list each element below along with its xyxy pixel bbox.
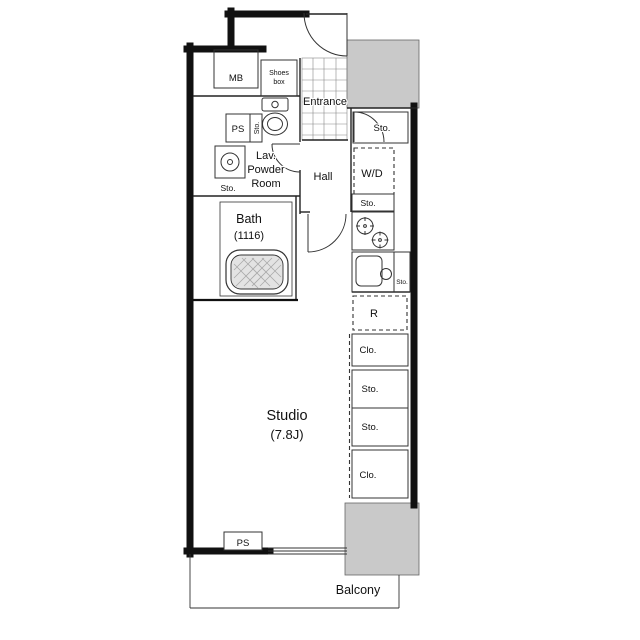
entrance-door: [303, 12, 348, 57]
washbasin-icon: [214, 145, 246, 179]
label-refrigerator: R: [370, 308, 378, 320]
label-mb: MB: [229, 73, 243, 84]
kitchen-side-storage: [393, 251, 411, 293]
label-closet-lower: Clo.: [360, 470, 377, 481]
balcony-outline: [189, 554, 400, 609]
label-entrance-storage: Sto.: [374, 123, 391, 134]
label-ps-top: PS: [232, 124, 245, 135]
label-powder-storage: Sto.: [254, 122, 261, 135]
studio-door: [307, 213, 347, 253]
label-wd: W/D: [361, 168, 382, 180]
label-studio-line1: Studio: [266, 408, 307, 424]
concrete-shaft-bottom-right: [344, 502, 420, 576]
pipe-space-top: [225, 113, 263, 143]
closet-upper: [351, 333, 409, 367]
bathtub-icon: [230, 254, 284, 290]
entrance-storage-door: [353, 111, 385, 143]
entrance-storage: [352, 111, 409, 144]
label-storage-shelf-upper: Sto.: [362, 384, 379, 395]
label-closet-upper: Clo.: [360, 345, 377, 356]
label-balcony: Balcony: [336, 583, 381, 597]
label-vanity-storage: Sto.: [220, 183, 235, 193]
toilet-icon: [261, 97, 289, 136]
label-bath-line1: Bath: [236, 212, 262, 226]
label-bath-line2: (1116): [234, 230, 264, 242]
label-hall: Hall: [314, 171, 333, 183]
stove-icon: [351, 211, 395, 251]
bath-unit: [219, 201, 293, 297]
label-kitchen-storage: Sto.: [396, 279, 408, 286]
label-shoes-line2: box: [273, 79, 285, 86]
outer-walls: [183, 7, 418, 558]
storage-below-wd: [351, 193, 395, 212]
label-storage-below-wd: Sto.: [360, 198, 375, 208]
closet-column: [348, 333, 409, 499]
pipe-space-bottom: [223, 531, 263, 551]
closet-lower: [351, 449, 409, 499]
door-swings: [271, 12, 385, 253]
storage-shelf-lower: [351, 407, 409, 447]
label-ps-bottom: PS: [237, 538, 250, 549]
label-lav-line2: Powder: [247, 164, 285, 176]
label-lav-line1: Lav.: [256, 150, 276, 162]
label-studio-line2: (7.8J): [270, 427, 303, 442]
storage-shelf-upper: [351, 369, 409, 409]
balcony-window: [268, 547, 347, 555]
shoes-box: [260, 59, 298, 97]
refrigerator-space: [352, 295, 408, 331]
bathtub-texture: [233, 257, 282, 289]
sink-icon: [351, 251, 395, 293]
label-storage-shelf-lower: Sto.: [362, 422, 379, 433]
label-shoes-line1: Shoes: [269, 70, 289, 77]
meter-box: [213, 49, 259, 89]
label-lav-line3: Room: [251, 178, 280, 190]
powder-room-door: [271, 143, 301, 173]
concrete-shaft-top-right: [346, 39, 420, 109]
label-entrance: Entrance: [303, 96, 347, 108]
